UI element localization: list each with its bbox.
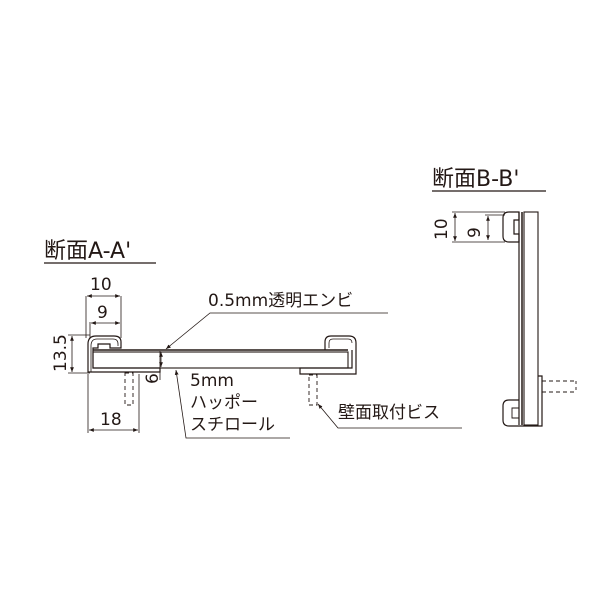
- section-a-title: 断面A-A': [44, 239, 131, 264]
- label-styrofoam-1: 5mm: [190, 371, 234, 391]
- label-styrofoam-2: ハッポー: [190, 393, 258, 413]
- frame-profile-top: [502, 211, 520, 243]
- dim-inner-width: 9: [97, 303, 108, 323]
- label-pvc: 0.5mm透明エンビ: [208, 291, 353, 311]
- label-styrofoam-3: スチロール: [190, 415, 275, 435]
- dim-flange-width: 18: [100, 410, 122, 430]
- label-screw: 壁面取付ビス: [338, 403, 440, 423]
- screw-hidden-right: [308, 374, 318, 406]
- frame-profile-left: [87, 335, 161, 373]
- styrofoam-board: [92, 351, 349, 369]
- section-b-title: 断面B-B': [432, 167, 519, 192]
- frame-profile-bottom: [502, 375, 543, 427]
- dim-board-thickness: 6: [143, 373, 163, 384]
- screw-hidden-left: [124, 372, 134, 406]
- frame-profile-right: [299, 335, 357, 375]
- styrofoam-board-b: [523, 211, 539, 426]
- dim-height: 13.5: [51, 334, 71, 372]
- section-a: 断面A-A' 10 9 13.5 18: [44, 239, 462, 439]
- dim-b-inner-height: 9: [465, 227, 485, 238]
- section-b: 断面B-B' 10 9: [432, 167, 577, 427]
- dim-b-outer-height: 10: [432, 218, 452, 240]
- dim-outer-width: 10: [90, 275, 112, 295]
